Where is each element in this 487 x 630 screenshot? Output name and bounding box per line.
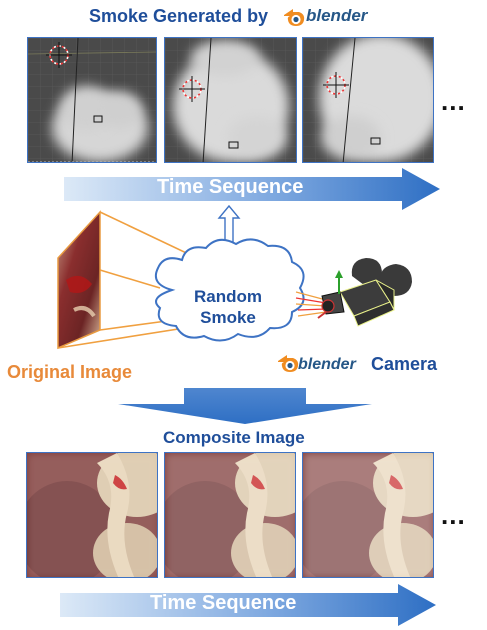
cloud-label: Random Smoke bbox=[158, 286, 298, 328]
composite-frame-3 bbox=[302, 452, 434, 578]
composite-title: Composite Image bbox=[163, 428, 305, 447]
camera-brand: blender bbox=[298, 356, 356, 373]
camera-label: Camera bbox=[371, 354, 438, 374]
down-arrow bbox=[118, 388, 372, 424]
header-title: Smoke Generated by bbox=[89, 6, 268, 27]
time-arrow-bottom-label: Time Sequence bbox=[150, 592, 297, 614]
original-image-label: Original Image bbox=[7, 362, 133, 382]
composite-frame-2 bbox=[164, 452, 296, 578]
middle-diagram bbox=[57, 204, 412, 372]
smoke-frame-3 bbox=[302, 37, 434, 163]
header-title-prefix: Smoke Generated by bbox=[89, 6, 269, 26]
smoke-frame-2 bbox=[164, 37, 297, 163]
blender-camera-logo-icon bbox=[278, 355, 299, 372]
smoke-frame-1 bbox=[27, 37, 157, 163]
time-arrow-top bbox=[64, 168, 440, 210]
cloud-icon bbox=[154, 238, 305, 342]
cloud-label-line2: Smoke bbox=[200, 308, 256, 327]
original-image bbox=[57, 210, 101, 350]
camera-rays bbox=[295, 291, 327, 317]
cloud-label-line1: Random bbox=[194, 287, 262, 306]
time-arrow-top-label: Time Sequence bbox=[157, 176, 304, 198]
composite-frame-1 bbox=[26, 452, 158, 578]
header-brand: blender bbox=[306, 6, 368, 25]
ellipsis-top: ... bbox=[441, 86, 466, 116]
ellipsis-bottom: ... bbox=[441, 500, 466, 530]
camera-icon bbox=[317, 258, 412, 327]
time-arrow-bottom bbox=[60, 584, 436, 626]
blender-logo-icon bbox=[284, 9, 305, 26]
